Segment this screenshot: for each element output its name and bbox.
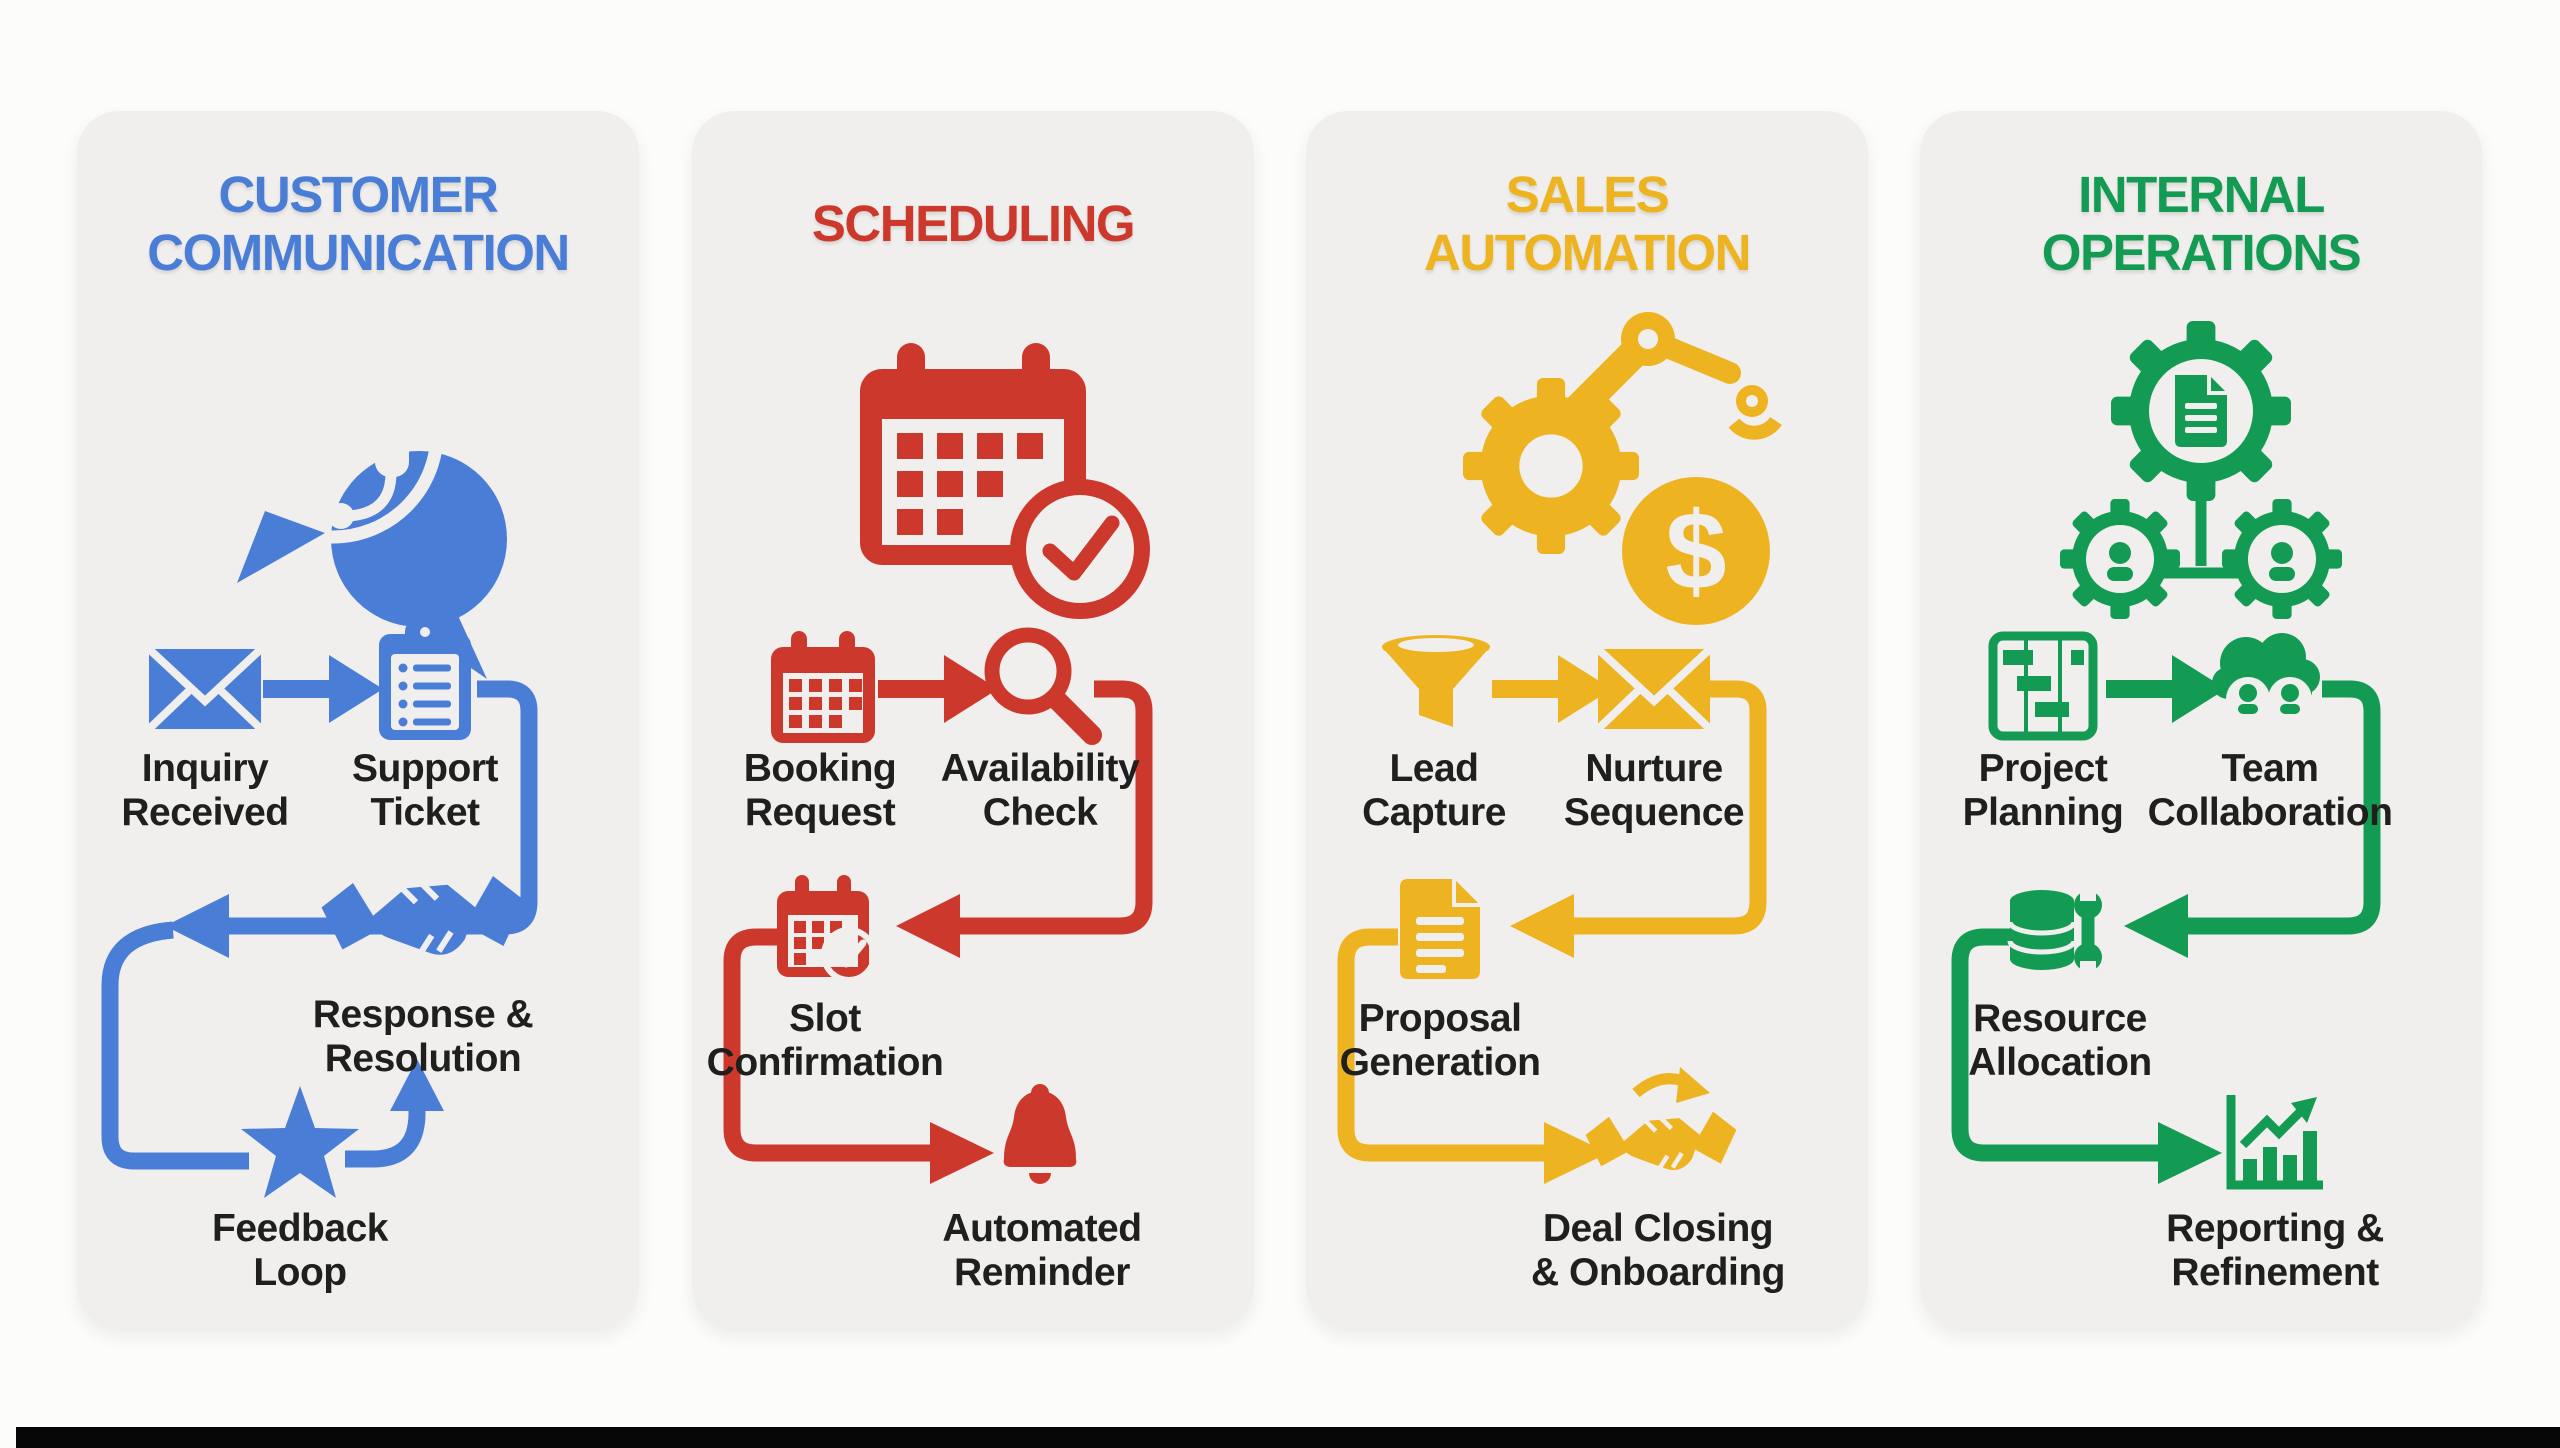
resources-wrench-icon xyxy=(2007,889,2102,973)
arrow-right xyxy=(2106,680,2176,698)
node-label: Support Ticket xyxy=(352,747,498,834)
arrow-right xyxy=(263,680,333,698)
gear-robot-arm-dollar-icon: $ xyxy=(1463,312,1782,625)
arrow-left xyxy=(2124,894,2188,958)
flow-connectors xyxy=(723,655,1153,1184)
flow-connectors xyxy=(101,655,538,1170)
calendar-check-icon xyxy=(777,875,877,983)
funnel-icon xyxy=(1382,635,1490,727)
headset-chat-bubbles-icon xyxy=(222,322,507,679)
node-label: Availability Check xyxy=(940,747,1140,834)
bell-icon xyxy=(1003,1084,1077,1184)
node-label: Team Collaboration xyxy=(2147,747,2393,834)
node-label: Slot Confirmation xyxy=(706,997,944,1084)
card-title: SCHEDULING xyxy=(811,194,1136,252)
card-title: SALES AUTOMATION xyxy=(1424,165,1751,281)
document-icon xyxy=(1400,879,1480,979)
node-label: Project Planning xyxy=(1962,747,2124,834)
node-label: Response & Resolution xyxy=(312,993,534,1080)
team-icon xyxy=(2212,633,2320,721)
envelope-icon xyxy=(149,649,261,729)
flow-connectors xyxy=(1337,655,1767,1184)
flow-diagram-customer-communication xyxy=(101,322,538,1198)
handshake-icon xyxy=(321,876,525,955)
card-scheduling: SCHEDULING xyxy=(692,111,1254,1328)
handshake-arrow-icon xyxy=(1585,1067,1737,1171)
flow-diagram-internal-operations xyxy=(1951,321,2381,1190)
flow-diagram-scheduling xyxy=(723,343,1153,1184)
arrow-left xyxy=(165,894,229,958)
node-label: Automated Reminder xyxy=(942,1207,1142,1294)
loop-arrow-up xyxy=(345,1107,426,1168)
node-label: Booking Request xyxy=(743,747,897,834)
node-label: Deal Closing & Onboarding xyxy=(1531,1207,1785,1294)
star-icon xyxy=(241,1086,359,1198)
card-title: CUSTOMER COMMUNICATION xyxy=(147,165,570,281)
node-label: Feedback Loop xyxy=(212,1207,388,1294)
arrow-right xyxy=(2158,1122,2222,1184)
arrow-right xyxy=(1544,1122,1608,1184)
magnifier-icon xyxy=(984,627,1102,745)
gantt-chart-icon xyxy=(1988,631,2098,741)
flow-diagram-sales-automation: $ xyxy=(1337,312,1782,1184)
arrow-left xyxy=(1510,894,1574,958)
arrow-right xyxy=(1492,680,1562,698)
bottom-black-bar xyxy=(16,1427,2560,1448)
report-chart-icon xyxy=(2226,1095,2323,1190)
node-label: Lead Capture xyxy=(1362,747,1506,834)
dollar-symbol: $ xyxy=(1665,490,1726,613)
card-title: INTERNAL OPERATIONS xyxy=(2041,165,2362,281)
card-internal-operations: INTERNAL OPERATIONS xyxy=(1920,111,2482,1328)
node-label: Inquiry Received xyxy=(121,747,289,834)
node-label: Resource Allocation xyxy=(1968,997,2152,1084)
card-customer-communication: CUSTOMER COMMUNICATION xyxy=(77,111,639,1328)
arrow-right xyxy=(878,680,948,698)
card-sales-automation: SALES AUTOMATION $ xyxy=(1306,111,1868,1328)
flow-connectors xyxy=(1951,655,2381,1184)
calendar-clock-check-icon xyxy=(860,343,1150,619)
envelope-icon xyxy=(1598,649,1710,729)
arrow-left xyxy=(896,894,960,958)
node-label: Reporting & Refinement xyxy=(2166,1207,2384,1294)
calendar-icon xyxy=(771,631,875,743)
arrow-right xyxy=(930,1122,994,1184)
gears-document-people-icon xyxy=(2060,321,2342,619)
node-label: Nurture Sequence xyxy=(1563,747,1745,834)
node-label: Proposal Generation xyxy=(1339,997,1541,1084)
support-ticket-clipboard-icon xyxy=(379,622,471,740)
